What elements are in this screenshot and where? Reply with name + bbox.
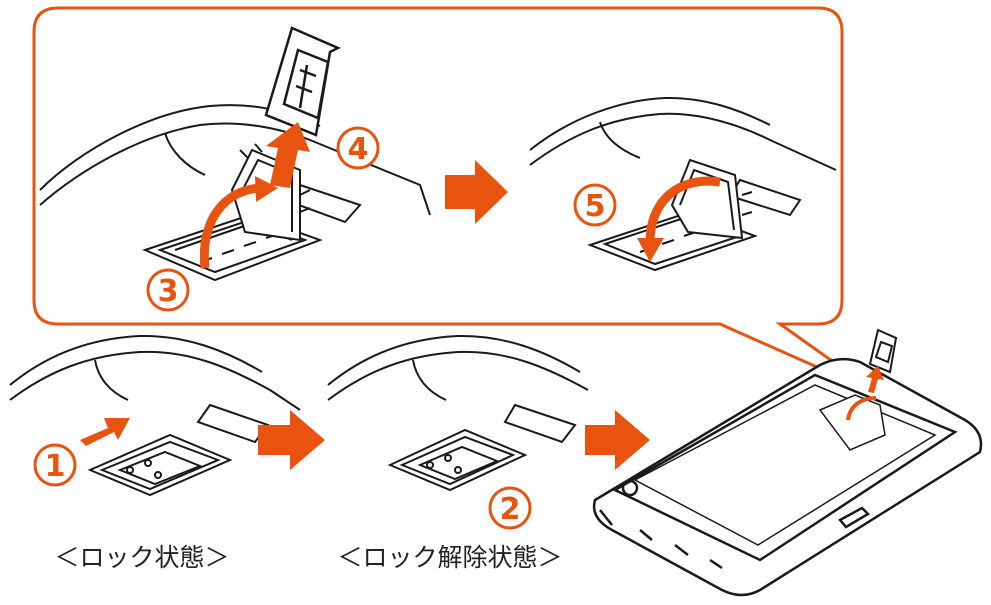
- lock-state-device: [9, 334, 301, 497]
- step-4-number: 4: [348, 132, 369, 167]
- curved-arrow-icon: [199, 183, 261, 269]
- arrow-right-icon: [445, 160, 508, 224]
- caption-unlock-state: ＜ロック解除状態＞: [337, 543, 562, 572]
- step-2-marker: [488, 486, 532, 530]
- arrow-right-icon: [258, 410, 325, 470]
- step-1-number: 1: [45, 449, 66, 484]
- curved-arrow-icon: [645, 176, 721, 243]
- step-5-marker: [573, 183, 617, 227]
- step-2-number: 2: [500, 492, 521, 527]
- arrow-up-icon: [866, 366, 884, 393]
- full-device: [592, 357, 983, 597]
- sim-card-icon: [264, 26, 341, 137]
- curved-arrow-icon: [846, 396, 877, 421]
- unlock-state-device: [327, 334, 589, 492]
- arrow-up-icon: [266, 122, 310, 188]
- step-4-marker: [336, 126, 380, 170]
- caption-lock-state: ＜ロック状態＞: [54, 543, 229, 572]
- sim-card-icon: [868, 328, 898, 374]
- arrow-right-icon: [80, 418, 130, 446]
- step-3-number: 3: [158, 274, 179, 309]
- arrow-right-icon: [585, 410, 650, 470]
- step-3-marker: [146, 268, 190, 312]
- step-5-number: 5: [585, 189, 606, 224]
- step-1-marker: [33, 443, 77, 487]
